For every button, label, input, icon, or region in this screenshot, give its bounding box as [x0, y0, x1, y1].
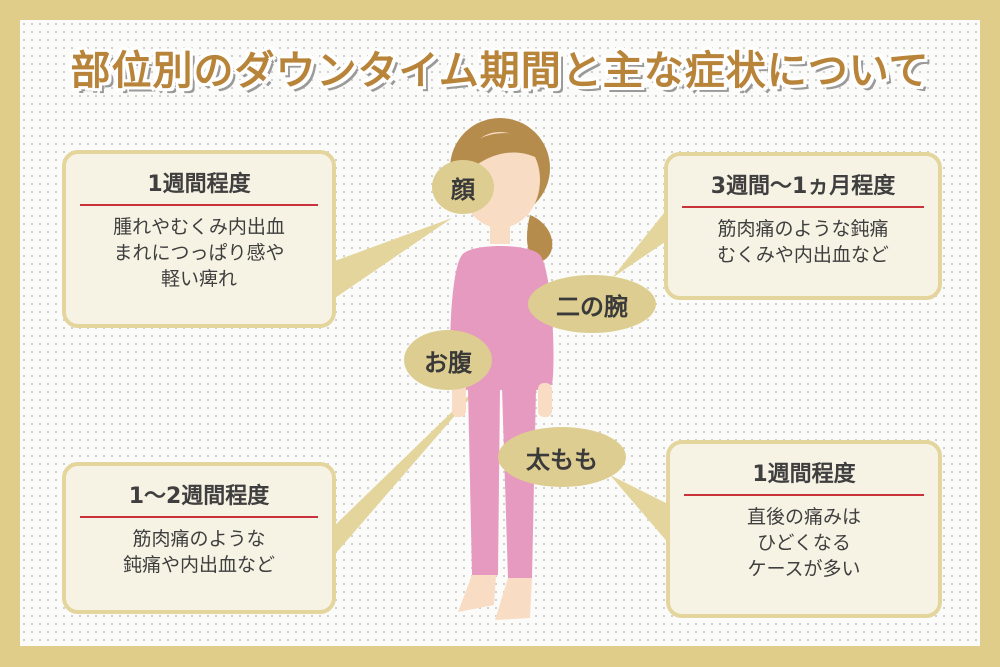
upper-arm-label: 二の腕	[528, 275, 656, 333]
abdomen-info-box: 1〜2週間程度 筋肉痛のような 鈍痛や内出血など	[62, 462, 336, 614]
upper-arm-symptoms: 筋肉痛のような鈍痛 むくみや内出血など	[668, 216, 938, 268]
symptom-line: 筋肉痛のような鈍痛	[717, 218, 889, 240]
face-period: 1週間程度	[147, 172, 251, 197]
face-info-box: 1週間程度 腫れやむくみ内出血 まれにつっぱり感や 軽い痺れ	[62, 150, 336, 328]
divider	[80, 516, 318, 518]
face-callout-tail	[332, 218, 452, 300]
symptom-line: まれにつっぱり感や	[113, 242, 285, 264]
symptom-line: 直後の痛みは	[746, 506, 861, 528]
symptom-line: 筋肉痛のような	[132, 528, 266, 550]
divider	[80, 204, 318, 206]
face-symptoms: 腫れやむくみ内出血 まれにつっぱり感や 軽い痺れ	[66, 214, 332, 292]
divider	[684, 494, 924, 496]
face-label: 顔	[432, 160, 494, 214]
symptom-line: むくみや内出血など	[717, 244, 889, 266]
symptom-line: ひどくなる	[757, 532, 851, 554]
thigh-callout-tail	[610, 475, 670, 545]
abdomen-period: 1〜2週間程度	[128, 484, 270, 509]
symptom-line: 腫れやむくみ内出血	[113, 216, 285, 238]
thigh-label: 太もも	[498, 427, 626, 487]
page-title: 部位別のダウンタイム期間と主な症状について	[70, 48, 930, 94]
thigh-period: 1週間程度	[752, 462, 856, 487]
divider	[682, 206, 924, 208]
upper-arm-period: 3週間〜1ヵ月程度	[710, 174, 896, 199]
thigh-symptoms: 直後の痛みは ひどくなる ケースが多い	[670, 504, 938, 582]
abdomen-label: お腹	[404, 330, 492, 390]
abdomen-callout-tail	[330, 375, 490, 560]
abdomen-symptoms: 筋肉痛のような 鈍痛や内出血など	[66, 526, 332, 578]
thigh-info-box: 1週間程度 直後の痛みは ひどくなる ケースが多い	[666, 440, 942, 618]
upper-arm-info-box: 3週間〜1ヵ月程度 筋肉痛のような鈍痛 むくみや内出血など	[664, 152, 942, 300]
upper-arm-callout-tail	[612, 208, 668, 278]
symptom-line: ケースが多い	[747, 558, 861, 580]
symptom-line: 鈍痛や内出血など	[122, 554, 275, 576]
symptom-line: 軽い痺れ	[160, 268, 237, 290]
